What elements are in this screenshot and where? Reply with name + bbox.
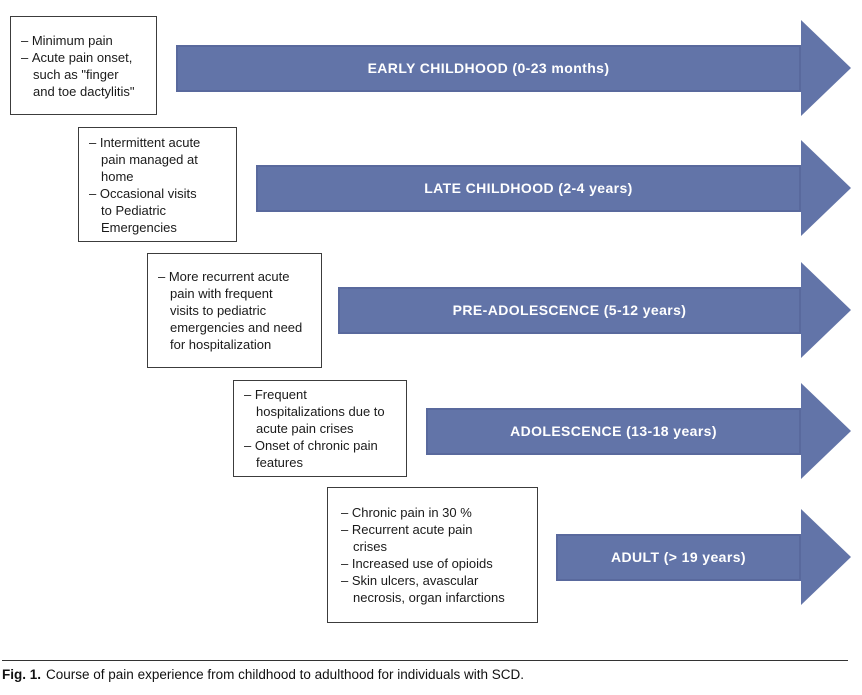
stage-label: PRE-ADOLESCENCE (5-12 years) [452,302,687,318]
arrow-early-childhood: EARLY CHILDHOOD (0-23 months) [176,20,851,116]
notes-box-adult: Chronic pain in 30 %Recurrent acute pain… [327,487,538,623]
note-item: Skin ulcers, avascular necrosis, organ i… [341,572,509,606]
arrow-head-icon [801,383,851,479]
caption-rule [2,660,848,661]
figure-number: Fig. 1. [2,667,42,682]
arrow-head-icon [801,20,851,116]
note-item: Acute pain onset, such as "finger and to… [21,49,137,100]
note-item: Onset of chronic pain features [244,437,388,471]
notes-list: Minimum painAcute pain onset, such as "f… [21,32,137,100]
note-item: Occasional visits to Pediatric Emergenci… [89,185,206,236]
arrow-body: ADULT (> 19 years) [556,533,801,581]
notes-list: Intermittent acute pain managed at homeO… [89,134,206,236]
arrow-body: PRE-ADOLESCENCE (5-12 years) [338,286,801,334]
notes-box-pre-adolescence: More recurrent acute pain with frequent … [147,253,322,368]
stage-label: EARLY CHILDHOOD (0-23 months) [367,60,610,76]
arrow-head-icon [801,509,851,605]
note-item: More recurrent acute pain with frequent … [158,268,303,353]
arrow-late-childhood: LATE CHILDHOOD (2-4 years) [256,140,851,236]
arrow-head-icon [801,140,851,236]
stage-label: LATE CHILDHOOD (2-4 years) [424,180,633,196]
notes-list: Frequent hospitalizations due to acute p… [244,386,388,471]
note-item: Frequent hospitalizations due to acute p… [244,386,388,437]
stage-label: ADULT (> 19 years) [611,549,746,565]
note-item: Increased use of opioids [341,555,509,572]
notes-box-early-childhood: Minimum painAcute pain onset, such as "f… [10,16,157,115]
note-item: Chronic pain in 30 % [341,504,509,521]
arrow-adolescence: ADOLESCENCE (13-18 years) [426,383,851,479]
arrow-body: LATE CHILDHOOD (2-4 years) [256,164,801,212]
note-item: Minimum pain [21,32,137,49]
arrow-pre-adolescence: PRE-ADOLESCENCE (5-12 years) [338,262,851,358]
note-item: Recurrent acute pain crises [341,521,509,555]
notes-box-late-childhood: Intermittent acute pain managed at homeO… [78,127,237,242]
arrow-body: EARLY CHILDHOOD (0-23 months) [176,44,801,92]
figure-caption-text: Course of pain experience from childhood… [46,667,525,682]
arrow-adult: ADULT (> 19 years) [556,509,851,605]
notes-list: Chronic pain in 30 %Recurrent acute pain… [341,504,509,606]
arrow-head-icon [801,262,851,358]
notes-list: More recurrent acute pain with frequent … [158,268,303,353]
arrow-body: ADOLESCENCE (13-18 years) [426,407,801,455]
figure-caption: Fig. 1. Course of pain experience from ch… [2,667,854,682]
notes-box-adolescence: Frequent hospitalizations due to acute p… [233,380,407,477]
stage-label: ADOLESCENCE (13-18 years) [510,423,717,439]
note-item: Intermittent acute pain managed at home [89,134,206,185]
